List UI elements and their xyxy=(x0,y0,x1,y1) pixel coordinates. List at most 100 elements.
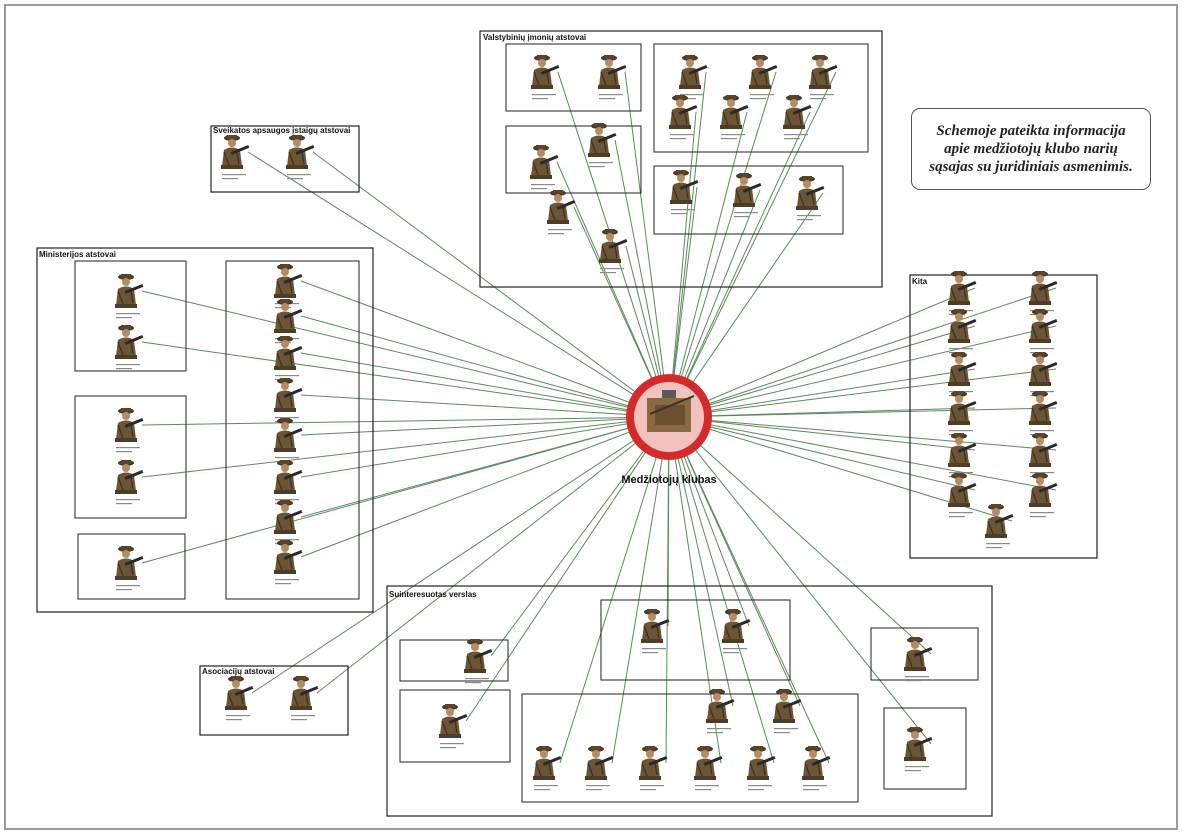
member-node[interactable] xyxy=(587,122,618,168)
member-node[interactable] xyxy=(1028,351,1059,397)
hunter-figure-icon xyxy=(782,94,813,130)
member-node[interactable] xyxy=(584,745,615,791)
connection-link xyxy=(251,416,670,694)
node-caption-line xyxy=(1030,430,1054,432)
group-ministerijos: Ministerijos atstovai xyxy=(36,247,374,613)
member-node[interactable] xyxy=(220,134,251,180)
connection-link xyxy=(668,111,748,418)
member-node[interactable] xyxy=(1028,472,1059,518)
member-node[interactable] xyxy=(947,351,978,397)
member-node[interactable] xyxy=(273,499,304,545)
member-node[interactable] xyxy=(801,745,832,791)
member-node[interactable] xyxy=(669,169,700,215)
member-node[interactable] xyxy=(273,539,304,585)
node-caption-line xyxy=(116,368,132,370)
member-node[interactable] xyxy=(114,273,145,319)
member-node[interactable] xyxy=(721,608,752,654)
member-node[interactable] xyxy=(273,377,304,423)
member-node[interactable] xyxy=(808,54,839,100)
member-node[interactable] xyxy=(947,270,978,316)
member-node[interactable] xyxy=(903,726,934,772)
node-caption-line xyxy=(116,451,132,453)
member-node[interactable] xyxy=(947,472,978,518)
connection-link xyxy=(316,416,670,694)
member-node[interactable] xyxy=(114,407,145,453)
hunter-figure-icon xyxy=(903,636,934,672)
connection-link xyxy=(668,192,824,418)
member-node[interactable] xyxy=(746,745,777,791)
member-node[interactable] xyxy=(114,545,145,591)
member-node[interactable] xyxy=(748,54,779,100)
member-node[interactable] xyxy=(546,189,577,235)
member-node[interactable] xyxy=(598,228,629,274)
node-caption-line xyxy=(949,430,973,432)
member-node[interactable] xyxy=(114,459,145,505)
member-node[interactable] xyxy=(693,745,724,791)
member-node[interactable] xyxy=(1028,270,1059,316)
node-caption-line xyxy=(784,138,800,140)
member-node[interactable] xyxy=(114,324,145,370)
member-node[interactable] xyxy=(947,390,978,436)
node-caption-line xyxy=(275,539,299,541)
hunter-figure-icon xyxy=(438,703,469,739)
member-node[interactable] xyxy=(285,134,316,180)
member-node[interactable] xyxy=(597,54,628,100)
node-caption-line xyxy=(774,732,790,734)
member-node[interactable] xyxy=(678,54,709,100)
member-node[interactable] xyxy=(638,745,669,791)
member-node[interactable] xyxy=(640,608,671,654)
member-node[interactable] xyxy=(438,703,469,749)
hunter-figure-icon xyxy=(273,377,304,413)
member-node[interactable] xyxy=(530,54,561,100)
group-valstybiniu: Valstybinių įmonių atstovai xyxy=(479,30,883,288)
connection-link xyxy=(141,341,670,418)
hunter-figure-icon xyxy=(1028,270,1059,306)
node-caption-line xyxy=(671,213,687,215)
node-caption-line xyxy=(226,719,242,721)
member-node[interactable] xyxy=(289,675,320,721)
connection-link xyxy=(668,416,932,745)
member-node[interactable] xyxy=(273,459,304,505)
member-node[interactable] xyxy=(903,636,934,682)
node-caption-line xyxy=(586,789,602,791)
node-caption-line xyxy=(116,499,140,501)
member-node[interactable] xyxy=(1028,390,1059,436)
group-kita-label: Kita xyxy=(912,277,928,286)
node-caption-line xyxy=(275,457,299,459)
hunter-figure-icon xyxy=(587,122,618,158)
node-caption-line xyxy=(599,98,615,100)
node-caption-line xyxy=(670,138,686,140)
connection-link xyxy=(312,151,670,418)
hub-hunter-icon xyxy=(647,390,695,432)
node-caption-line xyxy=(640,785,664,787)
member-node[interactable] xyxy=(705,688,736,734)
member-node[interactable] xyxy=(1028,432,1059,478)
member-node[interactable] xyxy=(463,638,494,684)
member-node[interactable] xyxy=(529,144,560,190)
connection-link xyxy=(668,416,976,451)
hub-node[interactable]: Medžiotojų klubas xyxy=(621,374,717,486)
node-caption-line xyxy=(275,579,299,581)
member-node[interactable] xyxy=(782,94,813,140)
connection-link xyxy=(141,416,670,426)
member-node[interactable] xyxy=(772,688,803,734)
member-node[interactable] xyxy=(224,675,255,721)
member-node[interactable] xyxy=(795,175,826,221)
node-caption-line xyxy=(548,233,564,235)
hunter-figure-icon xyxy=(114,324,145,360)
group-sveikatos-label: Sveikatos apsaugos įstaigų atstovai xyxy=(213,126,350,135)
member-node[interactable] xyxy=(273,417,304,463)
member-node[interactable] xyxy=(732,172,763,218)
hunter-figure-icon xyxy=(273,263,304,299)
member-node[interactable] xyxy=(668,94,699,140)
hunter-figure-icon xyxy=(678,54,709,90)
node-caption-line xyxy=(1030,348,1054,350)
hunter-figure-icon xyxy=(273,459,304,495)
member-node[interactable] xyxy=(984,503,1015,549)
group-sveikatos: Sveikatos apsaugos įstaigų atstovai xyxy=(210,125,360,193)
member-node[interactable] xyxy=(532,745,563,791)
member-node[interactable] xyxy=(719,94,750,140)
hunter-figure-icon xyxy=(801,745,832,781)
member-node[interactable] xyxy=(1028,308,1059,354)
hub-label: Medžiotojų klubas xyxy=(621,474,716,486)
